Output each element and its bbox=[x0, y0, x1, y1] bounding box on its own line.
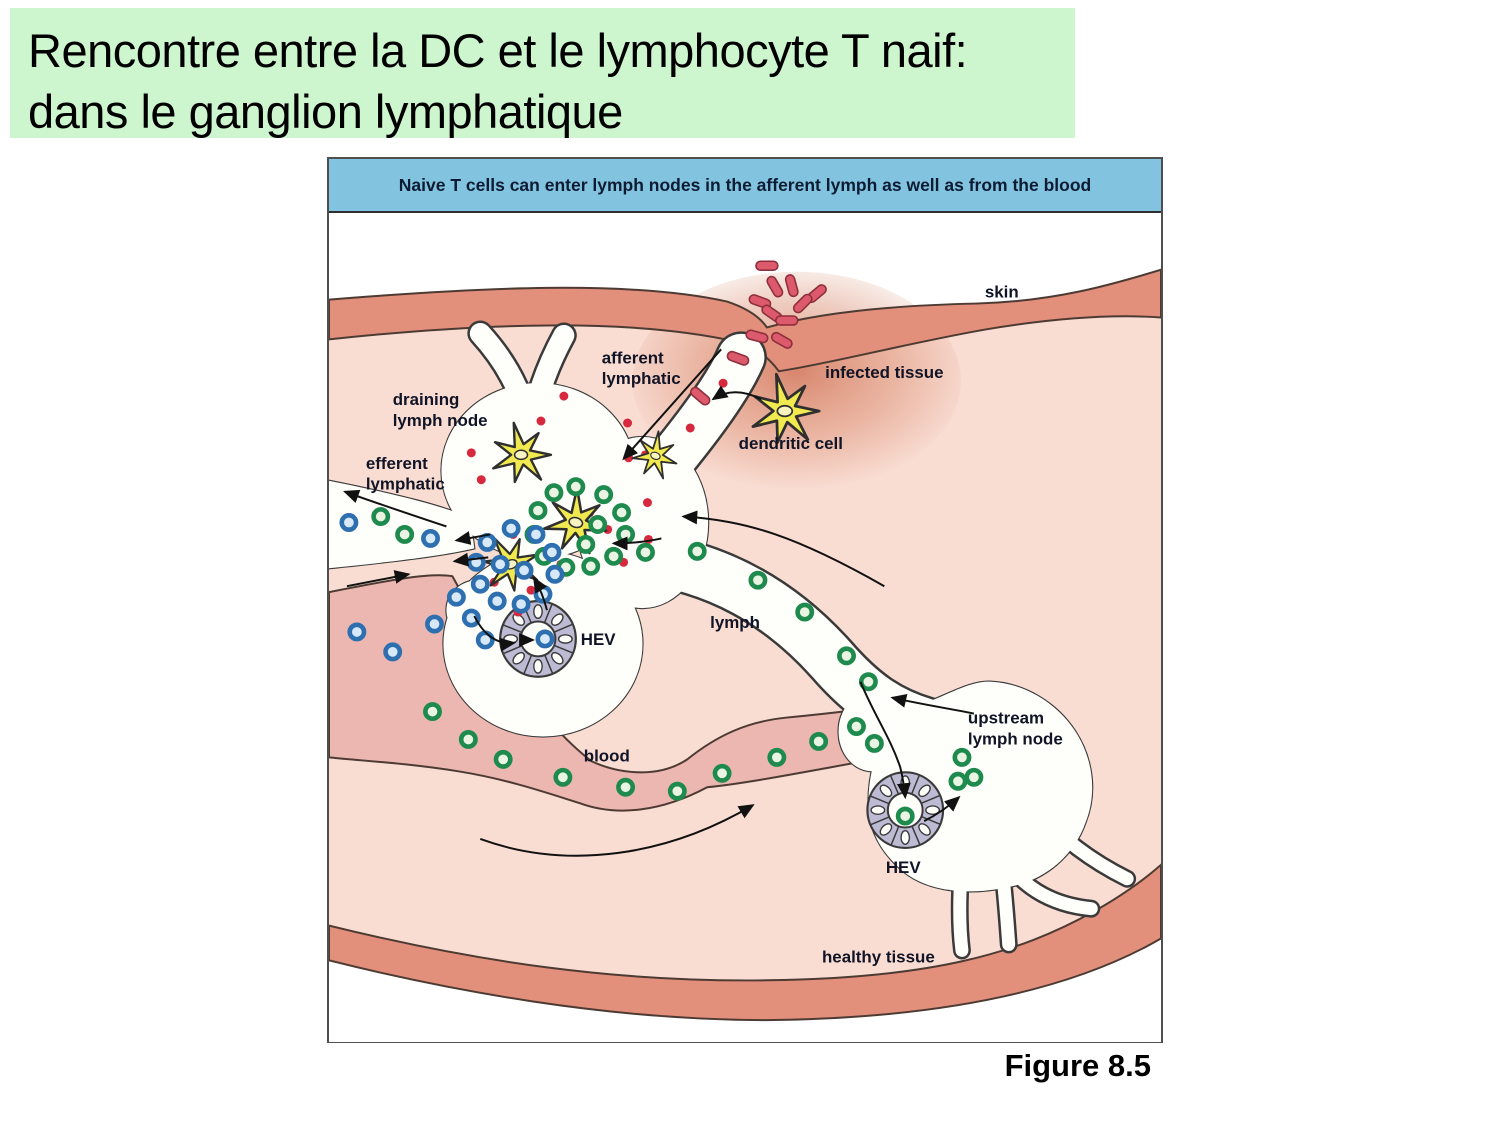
label-skin: skin bbox=[985, 283, 1019, 302]
label-afferent-1: afferent bbox=[602, 348, 664, 367]
label-lymph: lymph bbox=[710, 613, 760, 632]
label-hev-upstream: HEV bbox=[886, 858, 921, 877]
figure-caption: Figure 8.5 bbox=[1004, 1048, 1151, 1083]
deep-tissue-band bbox=[329, 863, 1161, 1022]
flow-arrows bbox=[343, 348, 975, 857]
figure-header: Naive T cells can enter lymph nodes in t… bbox=[329, 159, 1161, 213]
label-afferent-2: lymphatic bbox=[602, 369, 681, 388]
slide-title-line-2: dans le ganglion lymphatique bbox=[28, 85, 623, 139]
label-blood: blood bbox=[584, 746, 630, 765]
diagram-svg: skin afferent lymphatic infected tissue … bbox=[329, 213, 1161, 1043]
slide-title-line-1: Rencontre entre la DC et le lymphocyte T… bbox=[28, 24, 968, 77]
slide-title-box: Rencontre entre la DC et le lymphocyte T… bbox=[10, 8, 1075, 138]
diagram-labels: skin afferent lymphatic infected tissue … bbox=[366, 283, 1063, 967]
label-draining-1: draining bbox=[393, 390, 460, 409]
label-draining-2: lymph node bbox=[393, 411, 488, 430]
label-hev-draining: HEV bbox=[581, 630, 616, 649]
label-efferent-2: lymphatic bbox=[366, 475, 445, 494]
label-efferent-1: efferent bbox=[366, 454, 428, 473]
label-dendritic-cell: dendritic cell bbox=[739, 434, 843, 453]
figure-panel: Naive T cells can enter lymph nodes in t… bbox=[327, 157, 1163, 1043]
label-healthy-tissue: healthy tissue bbox=[822, 947, 935, 966]
label-upstream-1: upstream bbox=[968, 709, 1044, 728]
label-upstream-2: lymph node bbox=[968, 729, 1063, 748]
label-infected-tissue: infected tissue bbox=[825, 363, 943, 382]
